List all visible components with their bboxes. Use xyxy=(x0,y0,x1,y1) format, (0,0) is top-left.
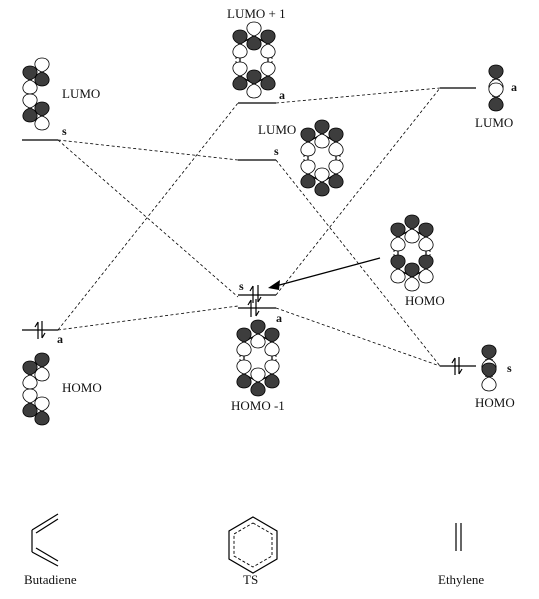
ts-homo-label: HOMO xyxy=(405,293,445,308)
ts-name: TS xyxy=(243,572,258,587)
homo-pointer-arrow xyxy=(268,257,381,290)
butadiene-name: Butadiene xyxy=(24,572,77,587)
ts-lumo-plus-1-symmetry: a xyxy=(279,88,285,102)
butadiene-structure xyxy=(31,513,59,567)
ts-lumo-plus-1-label: LUMO + 1 xyxy=(227,6,286,21)
butadiene-homo-label: HOMO xyxy=(62,380,102,395)
ts-homo-minus-1-symmetry: a xyxy=(276,311,282,325)
butadiene-homo-symmetry: a xyxy=(57,332,63,346)
ethylene-lumo-label: LUMO xyxy=(475,115,513,130)
ts-lumo-label: LUMO xyxy=(258,122,296,137)
ethylene-lumo-symmetry: a xyxy=(511,80,517,94)
energy-levels xyxy=(22,87,476,367)
ethylene-name: Ethylene xyxy=(438,572,484,587)
butadiene-lumo-orbital xyxy=(23,58,49,130)
ts-homo-electrons xyxy=(249,285,262,303)
ethylene-homo-orbital xyxy=(481,344,497,392)
electron-pairs xyxy=(34,285,463,375)
ethylene-lumo-orbital xyxy=(488,64,504,112)
ts-homo-minus-1-electrons xyxy=(247,299,260,317)
ts-homo-minus-1-label: HOMO -1 xyxy=(231,398,285,413)
correlation-lines xyxy=(57,87,441,367)
ts-homo-orbital xyxy=(390,214,434,292)
ts-homo-symmetry: s xyxy=(239,279,244,293)
butadiene-homo-orbital xyxy=(23,353,49,425)
ts-lumo-orbital xyxy=(300,119,344,197)
ethylene-structure xyxy=(455,523,462,551)
butadiene-lumo-symmetry: s xyxy=(62,124,67,138)
ethylene-homo-electrons xyxy=(451,357,463,375)
ts-homo-minus-1-orbital xyxy=(236,319,280,397)
ts-structure xyxy=(228,516,278,574)
butadiene-homo-electrons xyxy=(34,321,46,339)
ethylene-homo-symmetry: s xyxy=(507,361,512,375)
ts-lumo-plus-1-orbital xyxy=(232,21,276,99)
ts-lumo-symmetry: s xyxy=(274,144,279,158)
butadiene-lumo-label: LUMO xyxy=(62,86,100,101)
ethylene-homo-label: HOMO xyxy=(475,395,515,410)
